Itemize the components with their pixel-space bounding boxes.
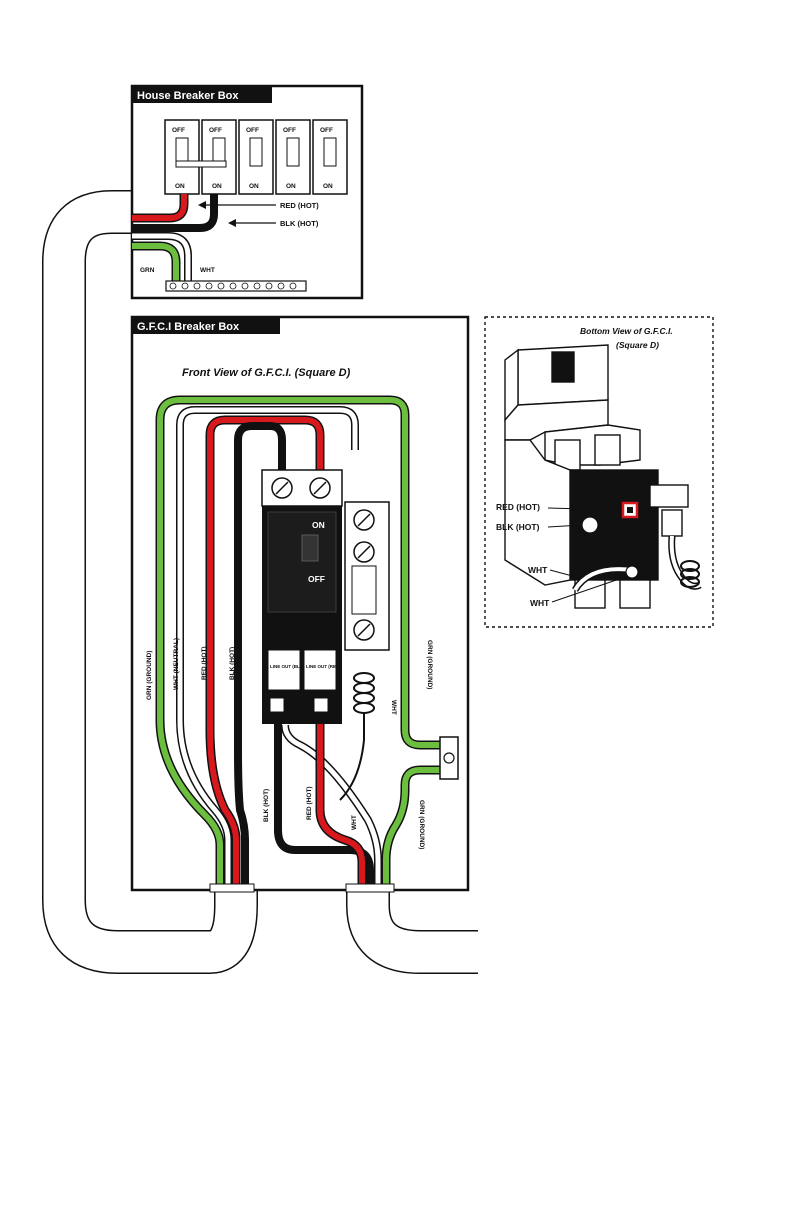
breaker-3-off: OFF <box>246 127 259 134</box>
breaker-1-off: OFF <box>172 127 185 134</box>
label-grn-ground-bottom: GRN (GROUND) <box>418 800 425 849</box>
label-blk-hot-bottom: BLK (HOT) <box>263 789 270 822</box>
breaker-4-on: ON <box>286 183 296 190</box>
bottom-red-label: RED (HOT) <box>496 502 540 512</box>
breaker-3-on: ON <box>249 183 259 190</box>
test-button <box>551 351 575 383</box>
line-out-black-label: LINE OUT (BLACK) <box>270 664 311 669</box>
breaker-4: OFF ON <box>275 119 311 195</box>
gfci-neutral-strip <box>344 501 390 651</box>
label-wht-right-top: WHT <box>390 700 397 715</box>
breaker-5: OFF ON <box>312 119 348 195</box>
breaker-1: OFF ON <box>164 119 200 195</box>
output-wire-bundle <box>274 714 440 888</box>
breaker-4-off: OFF <box>283 127 296 134</box>
left-wire-bundle <box>155 395 440 888</box>
label-red-hot-bottom: RED (HOT) <box>306 786 313 820</box>
bottom-wht-label-2: WHT <box>530 598 550 608</box>
house-red-label: RED (HOT) <box>280 201 319 210</box>
breaker-off-label: OFF <box>308 574 325 584</box>
bottom-blk-label: BLK (HOT) <box>496 522 540 532</box>
bottom-view-title-2: (Square D) <box>616 340 659 350</box>
gfci-breaker-box: G.F.C.I Breaker Box Front View of G.F.C.… <box>130 315 470 893</box>
gfci-box-title: G.F.C.I Breaker Box <box>137 321 240 333</box>
house-wht-label: WHT <box>200 267 215 274</box>
conduit-gfci-out <box>346 888 478 974</box>
bottom-view-inset: Bottom View of G.F.C.I. (Square D) <box>484 316 714 628</box>
entry-right <box>345 883 395 893</box>
house-blk-label: BLK (HOT) <box>280 219 319 228</box>
gfci-bottom-breaker <box>504 344 659 609</box>
label-blk-hot-left: BLK (HOT) <box>229 647 236 680</box>
neutral-bus-bar <box>165 280 307 292</box>
label-wht-bottom: WHT <box>351 815 358 830</box>
bottom-view-title-1: Bottom View of G.F.C.I. <box>580 326 673 336</box>
neutral-pigtail-coil <box>353 672 375 714</box>
front-view-title: Front View of G.F.C.I. (Square D) <box>182 367 351 379</box>
gfci-breaker: ON OFF LINE OUT (BLACK) LINE OUT (RED) <box>261 469 343 724</box>
ground-terminal <box>439 736 459 780</box>
breaker-1-on: ON <box>175 183 185 190</box>
blk-hot-terminal <box>581 516 599 534</box>
breaker-2-on: ON <box>212 183 222 190</box>
breaker-toggle <box>301 534 319 562</box>
house-box-title: House Breaker Box <box>137 90 239 102</box>
bottom-view-coil <box>649 484 702 590</box>
house-grn-label: GRN <box>140 267 155 274</box>
label-grn-right-top: GRN (GROUND) <box>426 640 433 689</box>
house-black-wire <box>132 194 218 232</box>
entry-left <box>209 883 255 893</box>
breaker-on-label: ON <box>312 520 325 530</box>
breaker-3: OFF ON <box>238 119 274 195</box>
breaker-tie-bar <box>175 160 227 168</box>
breaker-2: OFF ON <box>201 119 237 195</box>
house-breaker-box: House Breaker Box OFF ON OFF ON OFF ON O… <box>130 84 364 300</box>
line-out-red-label: LINE OUT (RED) <box>306 664 341 669</box>
bottom-wht-label-1: WHT <box>528 565 548 575</box>
label-red-hot-left: RED (HOT) <box>201 646 208 680</box>
breaker-2-off: OFF <box>209 127 222 134</box>
label-wht-neutral-left: WHT (NEUTRAL) <box>173 638 180 690</box>
breaker-5-off: OFF <box>320 127 333 134</box>
breaker-5-on: ON <box>323 183 333 190</box>
label-grn-ground-left: GRN (GROUND) <box>146 651 153 700</box>
conduit-house-to-gfci <box>42 190 258 974</box>
